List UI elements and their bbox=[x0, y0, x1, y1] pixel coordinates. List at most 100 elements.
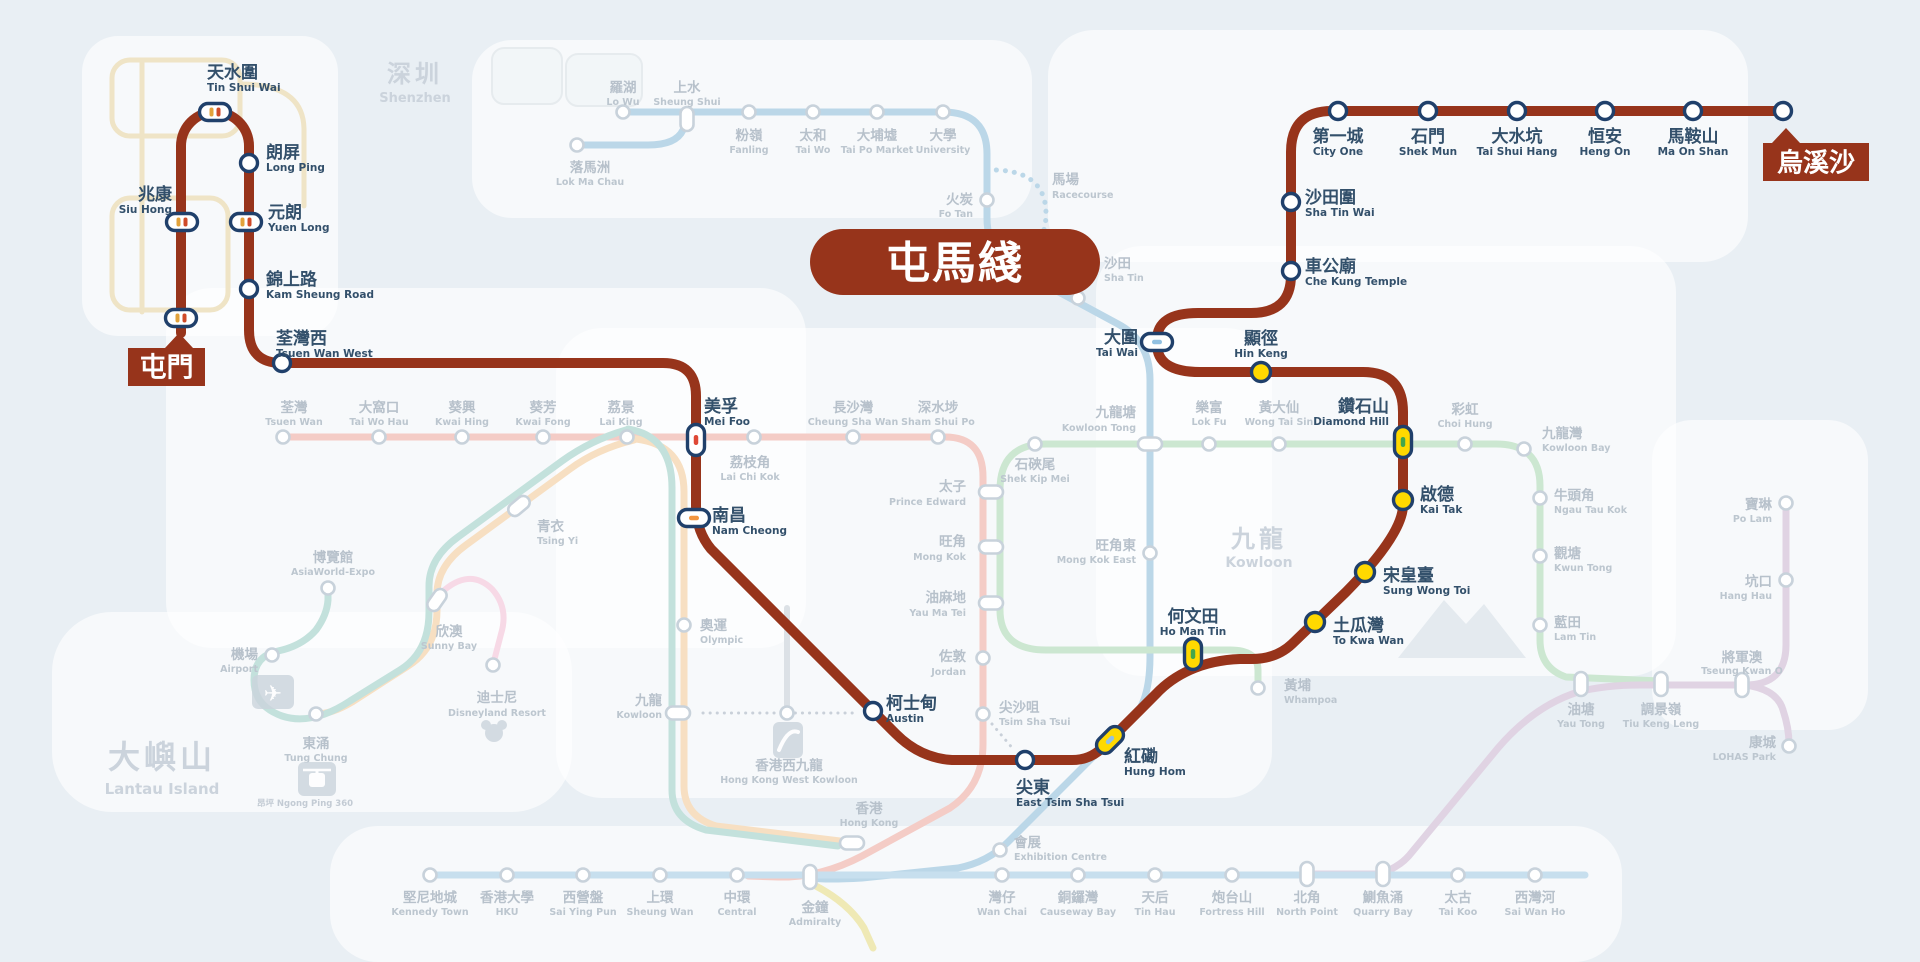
svg-text:Racecourse: Racecourse bbox=[1052, 190, 1114, 201]
svg-text:石門: 石門 bbox=[1410, 127, 1445, 147]
svg-text:沙田: 沙田 bbox=[1104, 256, 1131, 272]
svg-text:Olympic: Olympic bbox=[700, 635, 743, 646]
svg-text:Kam Sheung Road: Kam Sheung Road bbox=[266, 289, 374, 301]
svg-text:荃灣西: 荃灣西 bbox=[276, 328, 327, 349]
svg-text:堅尼地城: 堅尼地城 bbox=[403, 889, 457, 906]
svg-text:Lok Ma Chau: Lok Ma Chau bbox=[556, 177, 624, 188]
svg-text:樂富: 樂富 bbox=[1195, 399, 1223, 416]
svg-text:Wong Tai Sin: Wong Tai Sin bbox=[1245, 417, 1314, 428]
svg-text:Tung Chung: Tung Chung bbox=[284, 753, 347, 764]
svg-text:葵興: 葵興 bbox=[448, 399, 476, 416]
svg-text:藍田: 藍田 bbox=[1554, 614, 1581, 631]
svg-text:Austin: Austin bbox=[886, 713, 924, 725]
svg-text:Sung Wong Toi: Sung Wong Toi bbox=[1383, 585, 1470, 597]
svg-text:深水埗: 深水埗 bbox=[918, 399, 959, 416]
svg-text:Hin Keng: Hin Keng bbox=[1234, 348, 1288, 360]
svg-text:Yau Tong: Yau Tong bbox=[1556, 719, 1605, 730]
svg-text:尖東: 尖東 bbox=[1016, 777, 1050, 798]
svg-text:鰂魚涌: 鰂魚涌 bbox=[1363, 889, 1404, 906]
svg-text:✈: ✈ bbox=[264, 682, 282, 707]
svg-text:Sheung Shui: Sheung Shui bbox=[653, 97, 720, 108]
svg-text:Sai Wan Ho: Sai Wan Ho bbox=[1505, 907, 1566, 918]
cable-car-icon bbox=[298, 762, 336, 796]
svg-text:沙田圍: 沙田圍 bbox=[1305, 188, 1356, 208]
svg-text:葵芳: 葵芳 bbox=[529, 399, 557, 416]
svg-text:Kwai Hing: Kwai Hing bbox=[435, 417, 489, 428]
station-wu-kai-sha[interactable] bbox=[1772, 100, 1794, 122]
svg-text:Lai King: Lai King bbox=[599, 417, 642, 428]
svg-text:上水: 上水 bbox=[674, 79, 702, 96]
svg-text:上環: 上環 bbox=[647, 890, 675, 906]
svg-text:Tai Shui Hang: Tai Shui Hang bbox=[1477, 146, 1558, 158]
line-disneyland-resort-line bbox=[438, 576, 507, 664]
svg-text:錦上路: 錦上路 bbox=[266, 269, 318, 290]
line-tko-lohas-branch bbox=[1741, 681, 1793, 748]
svg-text:LOHAS Park: LOHAS Park bbox=[1713, 752, 1777, 763]
svg-text:坑口: 坑口 bbox=[1745, 573, 1772, 590]
svg-text:觀塘: 觀塘 bbox=[1554, 545, 1582, 562]
svg-text:Tai Po Market: Tai Po Market bbox=[841, 145, 914, 156]
svg-text:落馬洲: 落馬洲 bbox=[570, 159, 611, 176]
svg-text:Kwai Fong: Kwai Fong bbox=[515, 417, 570, 428]
svg-text:Siu Hong: Siu Hong bbox=[119, 204, 172, 216]
svg-text:Kowloon Bay: Kowloon Bay bbox=[1542, 443, 1611, 454]
svg-text:Heng On: Heng On bbox=[1580, 146, 1631, 158]
station-tuen-mun[interactable] bbox=[163, 307, 199, 329]
svg-text:Lok Fu: Lok Fu bbox=[1192, 417, 1227, 428]
svg-text:太和: 太和 bbox=[800, 127, 827, 144]
svg-text:To Kwa Wan: To Kwa Wan bbox=[1333, 635, 1404, 647]
svg-text:Sai Ying Pun: Sai Ying Pun bbox=[549, 907, 617, 918]
svg-text:九龍: 九龍 bbox=[634, 692, 663, 709]
